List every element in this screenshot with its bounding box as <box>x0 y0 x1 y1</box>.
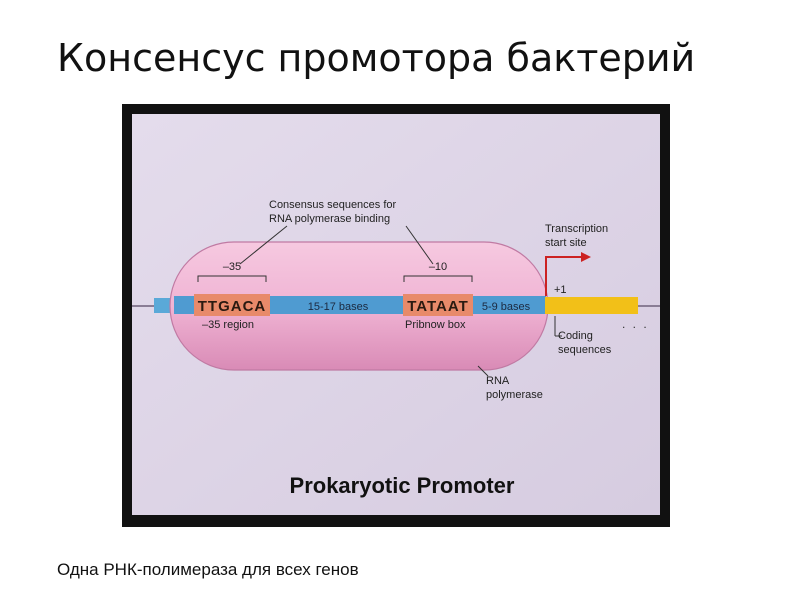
rnap-label-line2: polymerase <box>486 389 543 401</box>
rnap-label-line1: RNA <box>486 375 510 387</box>
consensus-leader-minus35 <box>239 225 288 265</box>
consensus-label-line1: Consensus sequences for <box>269 199 397 211</box>
pribnow-box-label: Pribnow box <box>405 319 466 331</box>
coding-label-line1: Coding <box>558 330 593 342</box>
promoter-diagram: TTGACA TATAAT 15-17 bases 5-9 bases . . … <box>132 114 660 515</box>
coding-dna <box>545 297 638 314</box>
consensus-leader-minus10 <box>405 225 434 265</box>
coding-label-line2: sequences <box>558 344 612 356</box>
rnap-leader <box>477 365 489 377</box>
minus10-position: –10 <box>429 261 447 273</box>
minus35-region-label: –35 region <box>202 319 254 331</box>
dna-blue-left <box>154 298 174 313</box>
transcription-start-arrow <box>545 256 582 296</box>
minus35-box <box>194 294 270 316</box>
spacer-35-10-label: 15-17 bases <box>308 301 369 313</box>
minus10-bracket <box>403 275 473 282</box>
minus10-sequence: TATAAT <box>407 298 469 315</box>
minus35-sequence: TTGACA <box>198 298 267 315</box>
transcription-arrowhead <box>581 252 591 262</box>
transcription-start-line2: start site <box>545 237 587 249</box>
plus1-label: +1 <box>554 284 567 296</box>
promoter-figure: TTGACA TATAAT 15-17 bases 5-9 bases . . … <box>122 104 670 527</box>
spacer-10-start-label: 5-9 bases <box>482 301 531 313</box>
consensus-label-line2: RNA polymerase binding <box>269 213 390 225</box>
minus35-bracket <box>197 275 267 282</box>
dna-continuation: . . . <box>622 317 649 331</box>
panel-title: Prokaryotic Promoter <box>290 473 515 498</box>
slide-title: Консенсус промотора бактерий <box>57 36 696 80</box>
slide-caption: Одна РНК-полимераза для всех генов <box>57 560 359 579</box>
minus35-position: –35 <box>223 261 241 273</box>
transcription-start-line1: Transcription <box>545 223 608 235</box>
minus10-box <box>403 294 473 316</box>
